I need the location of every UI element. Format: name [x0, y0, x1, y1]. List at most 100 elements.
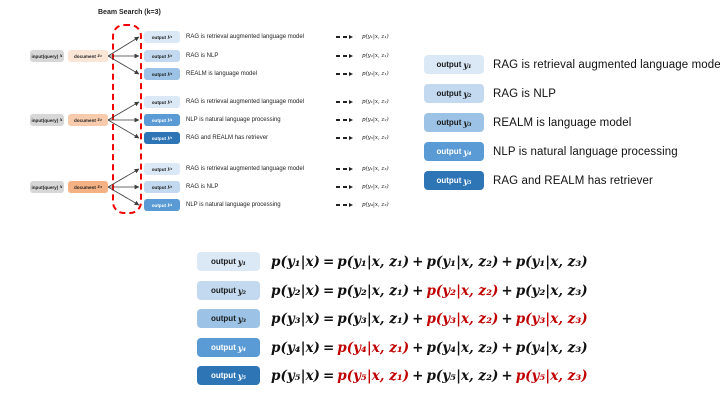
probability-label: p(y₂|x, z₃) [362, 184, 389, 190]
probability-label: p(y₄|x, z₂) [362, 117, 389, 123]
input-chip-label: input(query) [31, 184, 59, 190]
equation-text: p(y₂|x)=p(y₂|x, z₁)+p(y₂|x, z₂)+p(y₂|x, … [271, 282, 588, 299]
fan-arrows [107, 36, 140, 206]
dashed-arrow-icon [336, 50, 353, 62]
input-chip-var: x [59, 117, 63, 123]
output-chip-label: output [210, 314, 236, 323]
probability-label: p(y₄|x, z₃) [362, 202, 389, 208]
output-chip-label: output [436, 89, 462, 98]
output-chip-label: output [151, 166, 167, 172]
output-chip-label: output [151, 135, 167, 141]
output-sentence: NLP is natural language processing [186, 117, 281, 123]
output-chip-var: y₅ [167, 135, 173, 141]
document-chip-label: document [73, 53, 96, 59]
output-chip-var: y₁ [237, 256, 247, 267]
output-chip-var: y₁ [167, 166, 173, 172]
legend-text: RAG is NLP [493, 87, 556, 100]
probability-label: p(y₅|x, z₂) [362, 135, 389, 141]
document-chip-label: document [73, 117, 96, 123]
beam-search-title: Beam Search (k=3) [98, 9, 161, 16]
equation-text: p(y₄|x)=p(y₄|x, z₁)+p(y₄|x, z₂)+p(y₄|x, … [271, 339, 588, 356]
output-chip-var: y₄ [237, 342, 247, 353]
equation-text: p(y₃|x)=p(y₃|x, z₁)+p(y₃|x, z₂)+p(y₃|x, … [271, 310, 588, 327]
output-chip-var: y₃ [463, 117, 472, 128]
output-chip-var: y₅ [237, 370, 247, 381]
output-chip-var: y₄ [167, 117, 173, 123]
dashed-arrow-icon [336, 68, 353, 80]
output-sentence: RAG is retrieval augmented language mode… [186, 99, 305, 105]
probability-label: p(y₃|x, z₁) [362, 71, 389, 77]
output-chip-label: output [436, 147, 462, 156]
output-chip-label: output [151, 34, 167, 40]
output-chip-var: y₂ [463, 88, 472, 99]
probability-label: p(y₁|x, z₂) [362, 99, 389, 105]
output-chip-var: y₂ [167, 184, 173, 190]
probability-label: p(y₂|x, z₁) [362, 53, 389, 59]
output-chip-var: y₃ [167, 71, 173, 77]
dashed-arrow-icon [336, 199, 353, 211]
output-sentence: RAG is retrieval augmented language mode… [186, 34, 305, 40]
output-chip-label: output [436, 60, 462, 69]
output-sentence: NLP is natural language processing [186, 202, 281, 208]
output-chip-label: output [210, 286, 236, 295]
input-chip-var: x [59, 184, 63, 190]
document-chip-var: z₁ [97, 53, 103, 59]
document-chip-var: z₃ [97, 184, 103, 190]
output-chip-label: output [210, 371, 236, 380]
output-sentence: REALM is language model [186, 71, 258, 77]
output-chip-label: output [151, 117, 167, 123]
beam-search-dashed-box [112, 24, 142, 214]
output-chip-var: y₁ [167, 34, 173, 40]
input-query-chip: input(query)x [30, 50, 64, 62]
output-chip-var: y₁ [167, 99, 173, 105]
input-query-chip: input(query)x [30, 181, 64, 193]
output-chip-var: y₂ [237, 285, 247, 296]
output-chip-label: output [151, 71, 167, 77]
document-chip-var: z₂ [97, 117, 103, 123]
equation-text: p(y₅|x)=p(y₅|x, z₁)+p(y₅|x, z₂)+p(y₅|x, … [271, 367, 588, 384]
output-chip-var: y₂ [167, 53, 173, 59]
dashed-arrow-icon [336, 132, 353, 144]
output-chip-label: output [151, 99, 167, 105]
input-chip-var: x [59, 53, 63, 59]
output-sentence: RAG and REALM has retriever [186, 135, 269, 141]
probability-label: p(y₁|x, z₁) [362, 34, 389, 40]
output-sentence: RAG is NLP [186, 184, 219, 190]
output-chip-var: y₅ [463, 175, 472, 186]
